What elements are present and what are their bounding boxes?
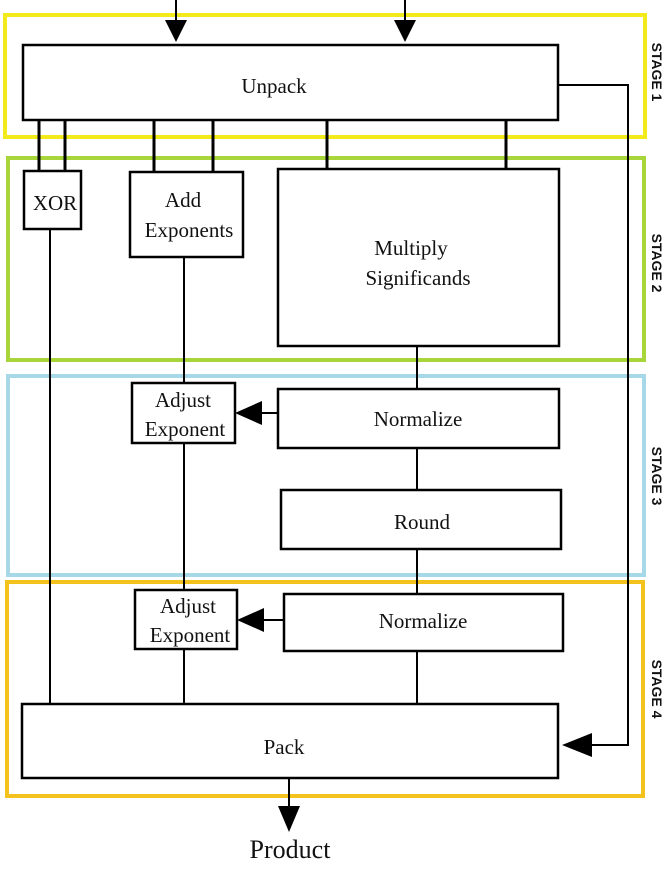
stage-1-label: STAGE 1 [649, 43, 665, 102]
input-arrow-left [165, 0, 187, 42]
xor-label: XOR [33, 191, 77, 215]
multiply-label-line1: Multiply [374, 236, 448, 260]
unpack-box: Unpack [21, 43, 560, 122]
multiply-label-line2: Significands [366, 266, 471, 290]
adjust-exponent-box-1: Adjust Exponent [130, 381, 237, 445]
adjust-exponent-2-line1: Adjust [160, 594, 216, 618]
adjust-exponent-1-line1: Adjust [155, 388, 211, 412]
round-label: Round [394, 510, 451, 534]
product-label: Product [250, 835, 332, 864]
normalize1-to-adjust1-arrow [235, 401, 278, 425]
normalize-1-label: Normalize [374, 407, 463, 431]
add-exponents-label-line2: Exponents [145, 218, 234, 242]
stage-3-label: STAGE 3 [649, 447, 665, 506]
normalize2-to-adjust2-arrow [237, 608, 284, 632]
add-exponents-label-line1: Add [165, 188, 202, 212]
adjust-exponent-1-line2: Exponent [145, 417, 226, 441]
normalize-box-1: Normalize [276, 387, 561, 450]
multiply-significands-box: Multiply Significands [276, 167, 561, 348]
pack-box: Pack [20, 702, 560, 780]
add-exponents-box: Add Exponents [128, 170, 245, 259]
stage-4-frame [5, 580, 645, 798]
stage-1-frame [3, 13, 647, 139]
adjust-exponent-2-line2: Exponent [150, 623, 231, 647]
bypass-wire [558, 84, 629, 757]
normalize-box-2: Normalize [282, 592, 565, 653]
xor-box: XOR [22, 169, 83, 231]
stage-4-label: STAGE 4 [649, 660, 665, 719]
normalize-2-label: Normalize [379, 609, 468, 633]
unpack-output-wires [37, 120, 508, 190]
round-box: Round [279, 488, 563, 551]
pack-label: Pack [264, 735, 305, 759]
stage-3-frame [6, 374, 646, 577]
input-arrow-right [394, 0, 416, 42]
unpack-label: Unpack [241, 74, 307, 98]
product-output-arrow [278, 778, 300, 832]
adjust-exponent-box-2: Adjust Exponent [133, 588, 239, 651]
stage-2-label: STAGE 2 [649, 234, 665, 293]
